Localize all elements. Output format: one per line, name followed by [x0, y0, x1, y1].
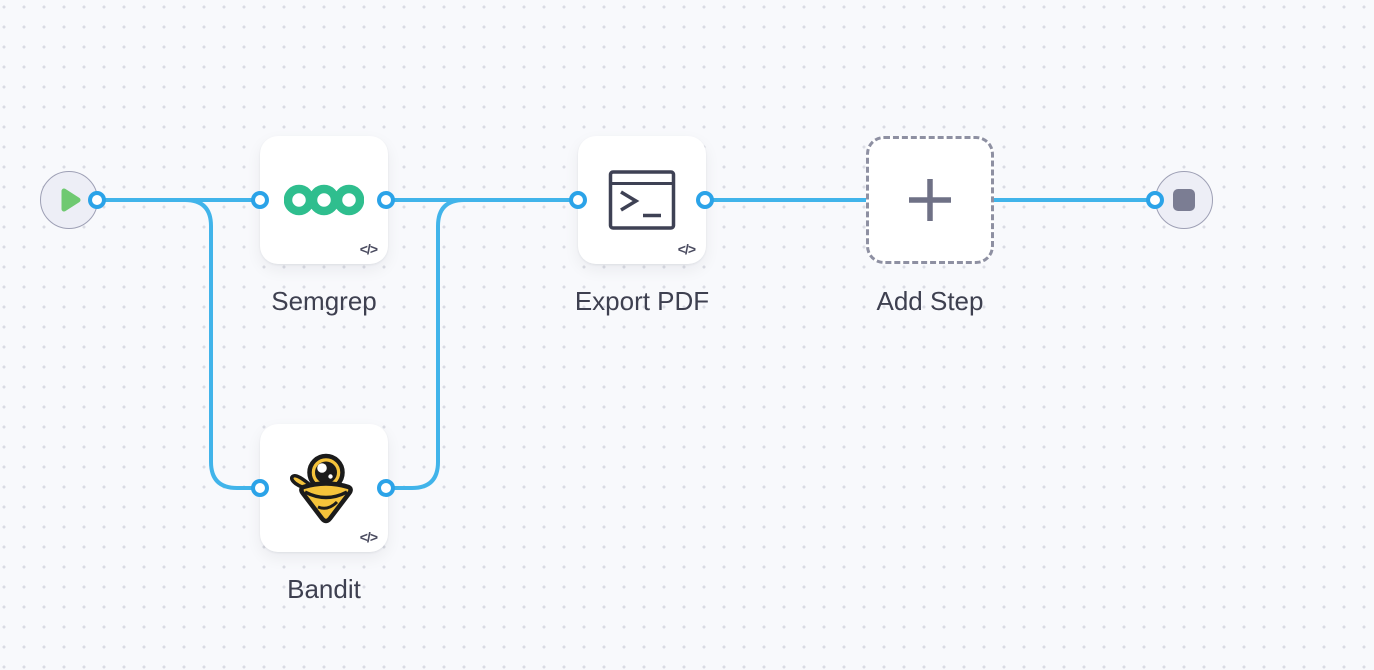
code-step-icon: </>	[359, 529, 378, 545]
node-label-add-step: Add Step	[876, 286, 984, 316]
port-export-pdf-in[interactable]	[569, 191, 587, 209]
end-node[interactable]	[1155, 171, 1213, 229]
plus-icon	[907, 177, 953, 223]
edge-bandit-exportpdf[interactable]	[386, 198, 578, 490]
port-semgrep-out[interactable]	[377, 191, 395, 209]
node-export-pdf[interactable]: </>	[578, 136, 706, 264]
port-bandit-out[interactable]	[377, 479, 395, 497]
node-bandit[interactable]: </>	[260, 424, 388, 552]
port-export-pdf-out[interactable]	[696, 191, 714, 209]
edge-start-bandit[interactable]	[97, 198, 260, 490]
semgrep-logo-icon	[284, 184, 364, 216]
port-end-in[interactable]	[1146, 191, 1164, 209]
port-semgrep-in[interactable]	[251, 191, 269, 209]
play-icon	[59, 187, 83, 213]
stop-icon	[1173, 189, 1195, 211]
code-step-icon: </>	[359, 241, 378, 257]
node-label-semgrep: Semgrep	[271, 286, 377, 316]
port-bandit-in[interactable]	[251, 479, 269, 497]
code-step-icon: </>	[677, 241, 696, 257]
port-start-out[interactable]	[88, 191, 106, 209]
bandit-logo-icon	[289, 450, 359, 526]
terminal-icon	[608, 169, 676, 231]
node-semgrep[interactable]: </>	[260, 136, 388, 264]
node-label-bandit: Bandit	[287, 574, 361, 604]
add-step-button[interactable]	[866, 136, 994, 264]
node-label-export-pdf: Export PDF	[574, 286, 710, 316]
